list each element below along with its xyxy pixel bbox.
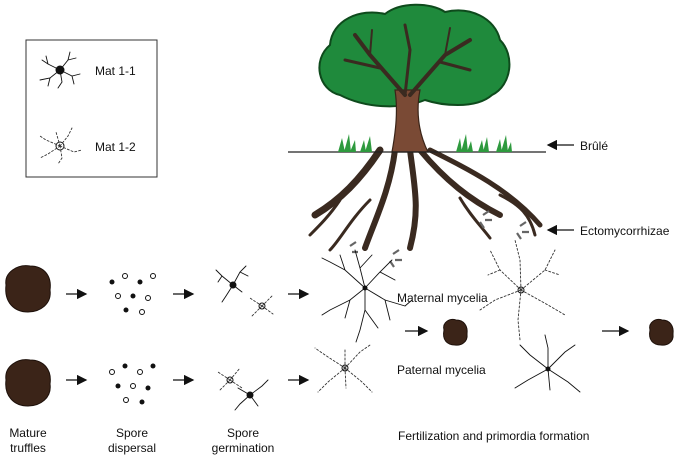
germinating-spores-top [215, 265, 274, 317]
stage-dispersal-label-line2: dispersal [108, 441, 156, 455]
tree-canopy [318, 3, 511, 108]
legend-mat1-1-label: Mat 1-1 [95, 64, 136, 78]
germinating-spores-bottom [217, 367, 269, 411]
process-arrows [66, 288, 630, 386]
paternal-mycelium [314, 344, 373, 393]
brule-label: Brûlé [580, 139, 608, 153]
stage-mature-label-line1: Mature [9, 426, 47, 440]
stage-dispersal-label-line1: Spore [116, 426, 148, 440]
stage-germination-label-line2: germination [212, 441, 275, 455]
mat1-2-icon [39, 127, 83, 165]
stage-fertilization-label: Fertilization and primordia formation [398, 429, 589, 443]
right-mycelium-dashed [479, 239, 566, 341]
new-truffle [649, 319, 674, 346]
ectomycorrhizae-label: Ectomycorrhizae [580, 224, 670, 238]
tree-trunk [343, 23, 472, 153]
mature-truffle-bottom [5, 359, 51, 407]
ectomycorrhizae-tips [349, 210, 529, 268]
grass-tufts [338, 134, 512, 152]
stage-mature-label-line2: truffles [10, 441, 46, 455]
spores-bottom [109, 363, 156, 405]
mature-truffle-top [5, 265, 51, 313]
stage-germination-label-line1: Spore [227, 426, 259, 440]
legend-mat1-2-label: Mat 1-2 [95, 140, 136, 154]
mat1-1-icon [39, 51, 81, 89]
paternal-mycelia-label: Paternal mycelia [397, 363, 486, 377]
spores-top [109, 273, 156, 315]
maternal-mycelium [321, 249, 413, 343]
legend-box: Mat 1-1 Mat 1-2 [25, 39, 158, 178]
maternal-mycelia-label: Maternal mycelia [397, 291, 488, 305]
right-mycelium-solid [514, 334, 581, 393]
tree-roots [308, 146, 543, 252]
primordium-truffle [443, 319, 468, 346]
